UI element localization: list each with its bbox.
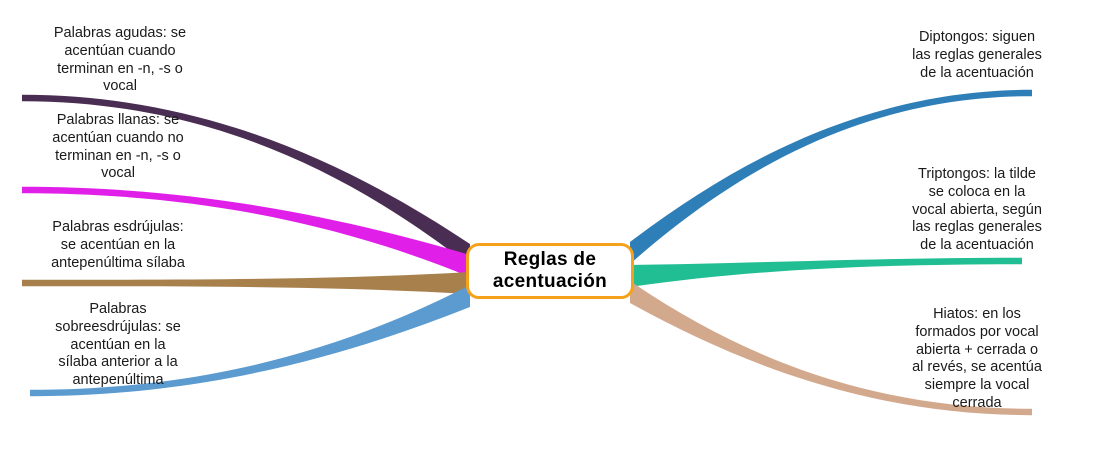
branch-label-hiatos[interactable]: Hiatos: en los formados por vocal abiert… [912,306,1042,412]
central-topic-node[interactable]: Reglas de acentuación [466,243,634,299]
branch-llanas[interactable] [22,186,470,277]
branch-triptongos[interactable] [630,257,1022,287]
branch-sobreesdrujulas[interactable] [30,285,470,397]
branch-label-esdrujulas[interactable]: Palabras esdrújulas: se acentúan en la a… [51,219,185,271]
branch-label-agudas[interactable]: Palabras agudas: se acentúan cuando term… [53,25,187,95]
branch-label-sobreesdrujulas[interactable]: Palabras sobreesdrújulas: se acentúan en… [55,301,181,389]
branch-label-llanas[interactable]: Palabras llanas: se acentúan cuando no t… [52,112,184,182]
branch-label-diptongos[interactable]: Diptongos: siguen las reglas generales d… [912,29,1042,81]
branch-esdrujulas[interactable] [22,272,470,294]
branch-label-triptongos[interactable]: Triptongos: la tilde se coloca en la voc… [912,166,1042,254]
